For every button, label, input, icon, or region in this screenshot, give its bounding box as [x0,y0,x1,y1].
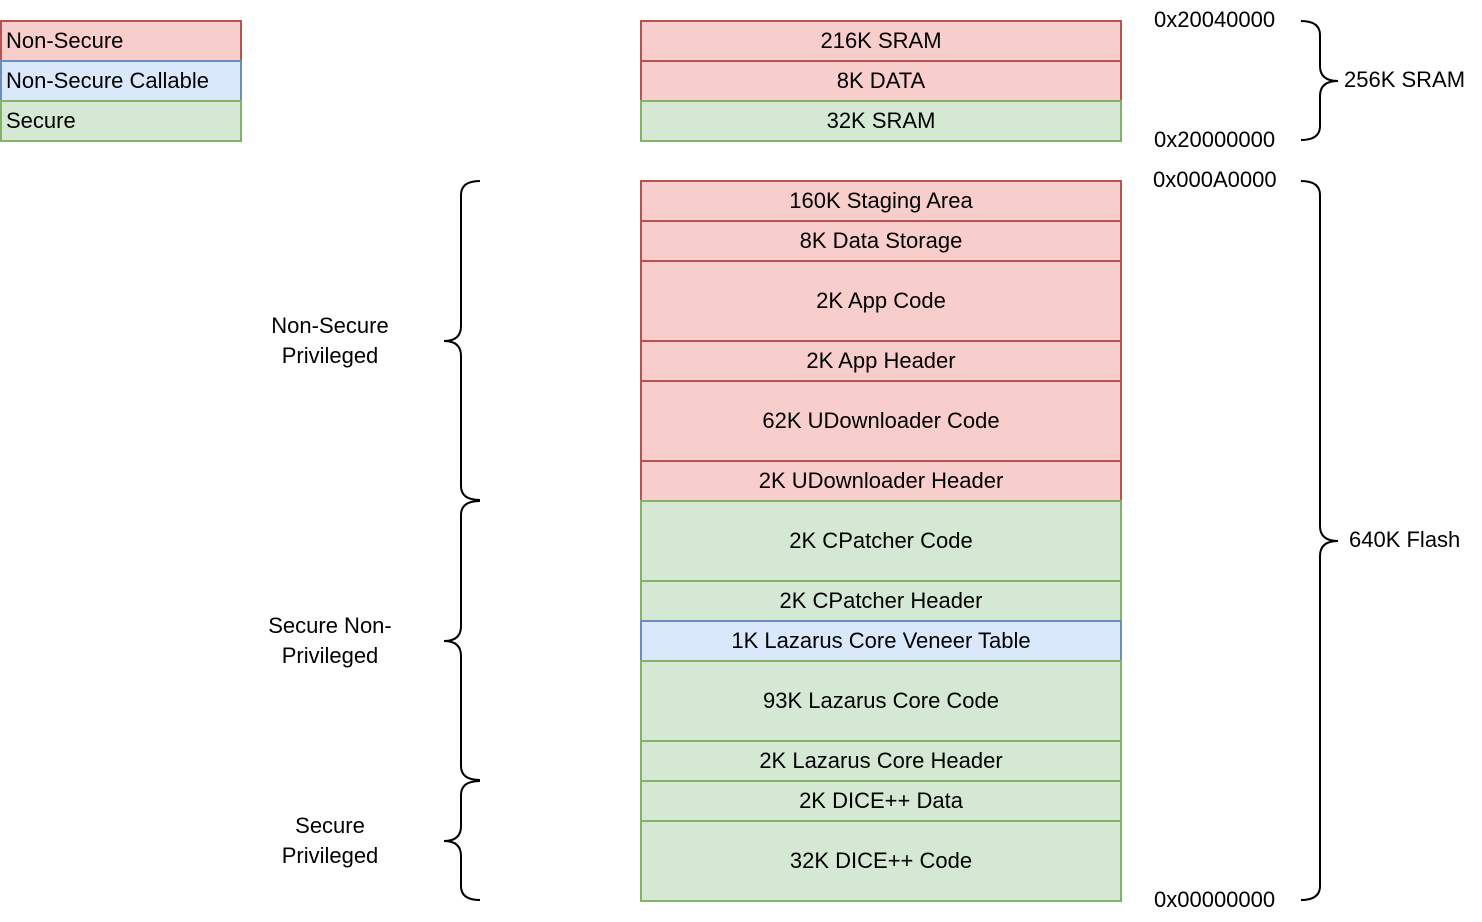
flash-region-label: 1K Lazarus Core Veneer Table [731,628,1031,653]
address-sram-bottom: 0x20000000 [1154,127,1276,152]
flash-region-veneer-table: 1K Lazarus Core Veneer Table [640,620,1122,662]
privilege-label-line: Secure Non- [268,613,392,638]
flash-region-label: 32K DICE++ Code [789,848,973,873]
legend-non-secure-label: Non-Secure [6,28,124,53]
flash-region-lazarus-core-code: 93K Lazarus Core Code [640,660,1122,742]
address-sram-top: 0x20040000 [1154,7,1276,32]
brace-flash [1300,180,1339,901]
privilege-label-line: Privileged [281,643,379,668]
flash-region-dice-code: 32K DICE++ Code [640,820,1122,902]
flash-region-lazarus-core-header: 2K Lazarus Core Header [640,740,1122,782]
brace-secure-non-privileged [443,500,481,781]
flash-region-label: 2K CPatcher Code [789,528,973,553]
legend-non-secure: Non-Secure [0,20,242,62]
brace-secure-privileged [443,780,481,901]
flash-region-udownloader-header: 2K UDownloader Header [640,460,1122,502]
brace-ns-privileged [443,180,481,501]
flash-region-label: 160K Staging Area [789,188,973,213]
flash-region-label: 2K DICE++ Data [799,788,963,813]
flash-region-app-code: 2K App Code [640,260,1122,342]
flash-region-label: 8K Data Storage [799,228,963,253]
privilege-label-secure-privileged: Secure Privileged [250,811,410,871]
flash-region-label: 2K Lazarus Core Header [759,748,1003,773]
address-flash-bottom: 0x00000000 [1154,887,1276,912]
flash-region-label: 93K Lazarus Core Code [762,688,1000,713]
legend-non-secure-callable-label: Non-Secure Callable [6,68,209,93]
brace-sram [1300,20,1339,141]
sram-region-label: 8K DATA [836,68,926,93]
flash-region-app-header: 2K App Header [640,340,1122,382]
flash-size-label: 640K Flash [1349,527,1461,552]
flash-region-label: 2K App Header [806,348,956,373]
privilege-label-line: Privileged [281,343,379,368]
flash-region-label: 2K UDownloader Header [758,468,1004,493]
legend-secure: Secure [0,100,242,142]
sram-size-label: 256K SRAM [1344,67,1466,92]
flash-region-label: 2K App Code [816,288,946,313]
legend-secure-label: Secure [6,108,76,133]
flash-region-label: 2K CPatcher Header [779,588,983,613]
sram-region-216k: 216K SRAM [640,20,1122,62]
privilege-label-line: Secure [295,813,365,838]
address-flash-top: 0x000A0000 [1153,167,1277,192]
privilege-label-line: Non-Secure [271,313,389,338]
sram-region-label: 216K SRAM [820,28,942,53]
privilege-label-ns-privileged: Non-Secure Privileged [250,311,410,371]
sram-region-32k: 32K SRAM [640,100,1122,142]
privilege-label-secure-non-privileged: Secure Non- Privileged [250,611,410,671]
privilege-label-line: Privileged [281,843,379,868]
sram-region-label: 32K SRAM [826,108,936,133]
flash-region-staging-area: 160K Staging Area [640,180,1122,222]
sram-region-8k-data: 8K DATA [640,60,1122,102]
flash-region-data-storage: 8K Data Storage [640,220,1122,262]
flash-region-label: 62K UDownloader Code [762,408,1000,433]
